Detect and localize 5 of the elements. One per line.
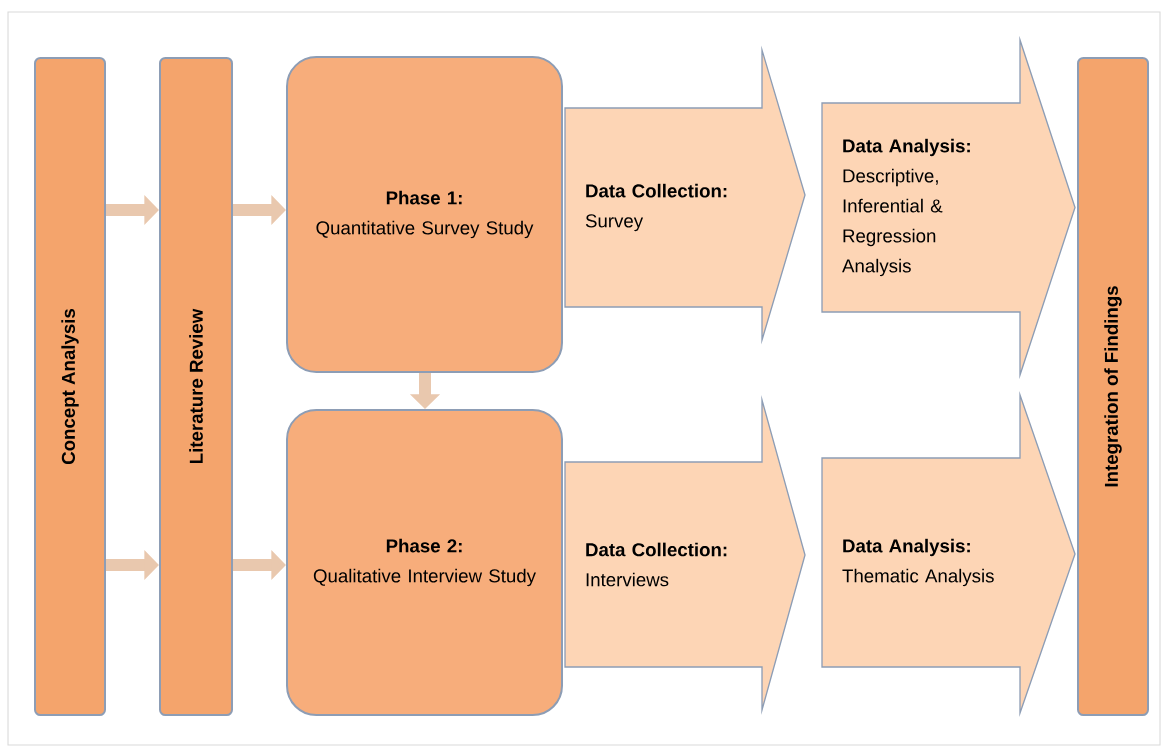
process-box: Phase 1: Quantitative Survey Study bbox=[286, 56, 563, 373]
vertical-bar: Integration of Findings bbox=[1077, 57, 1149, 716]
vertical-bar: Concept Analysis bbox=[34, 57, 106, 716]
process-box: Phase 2: Qualitative Interview Study bbox=[286, 409, 563, 716]
vertical-bar: Literature Review bbox=[159, 57, 233, 716]
